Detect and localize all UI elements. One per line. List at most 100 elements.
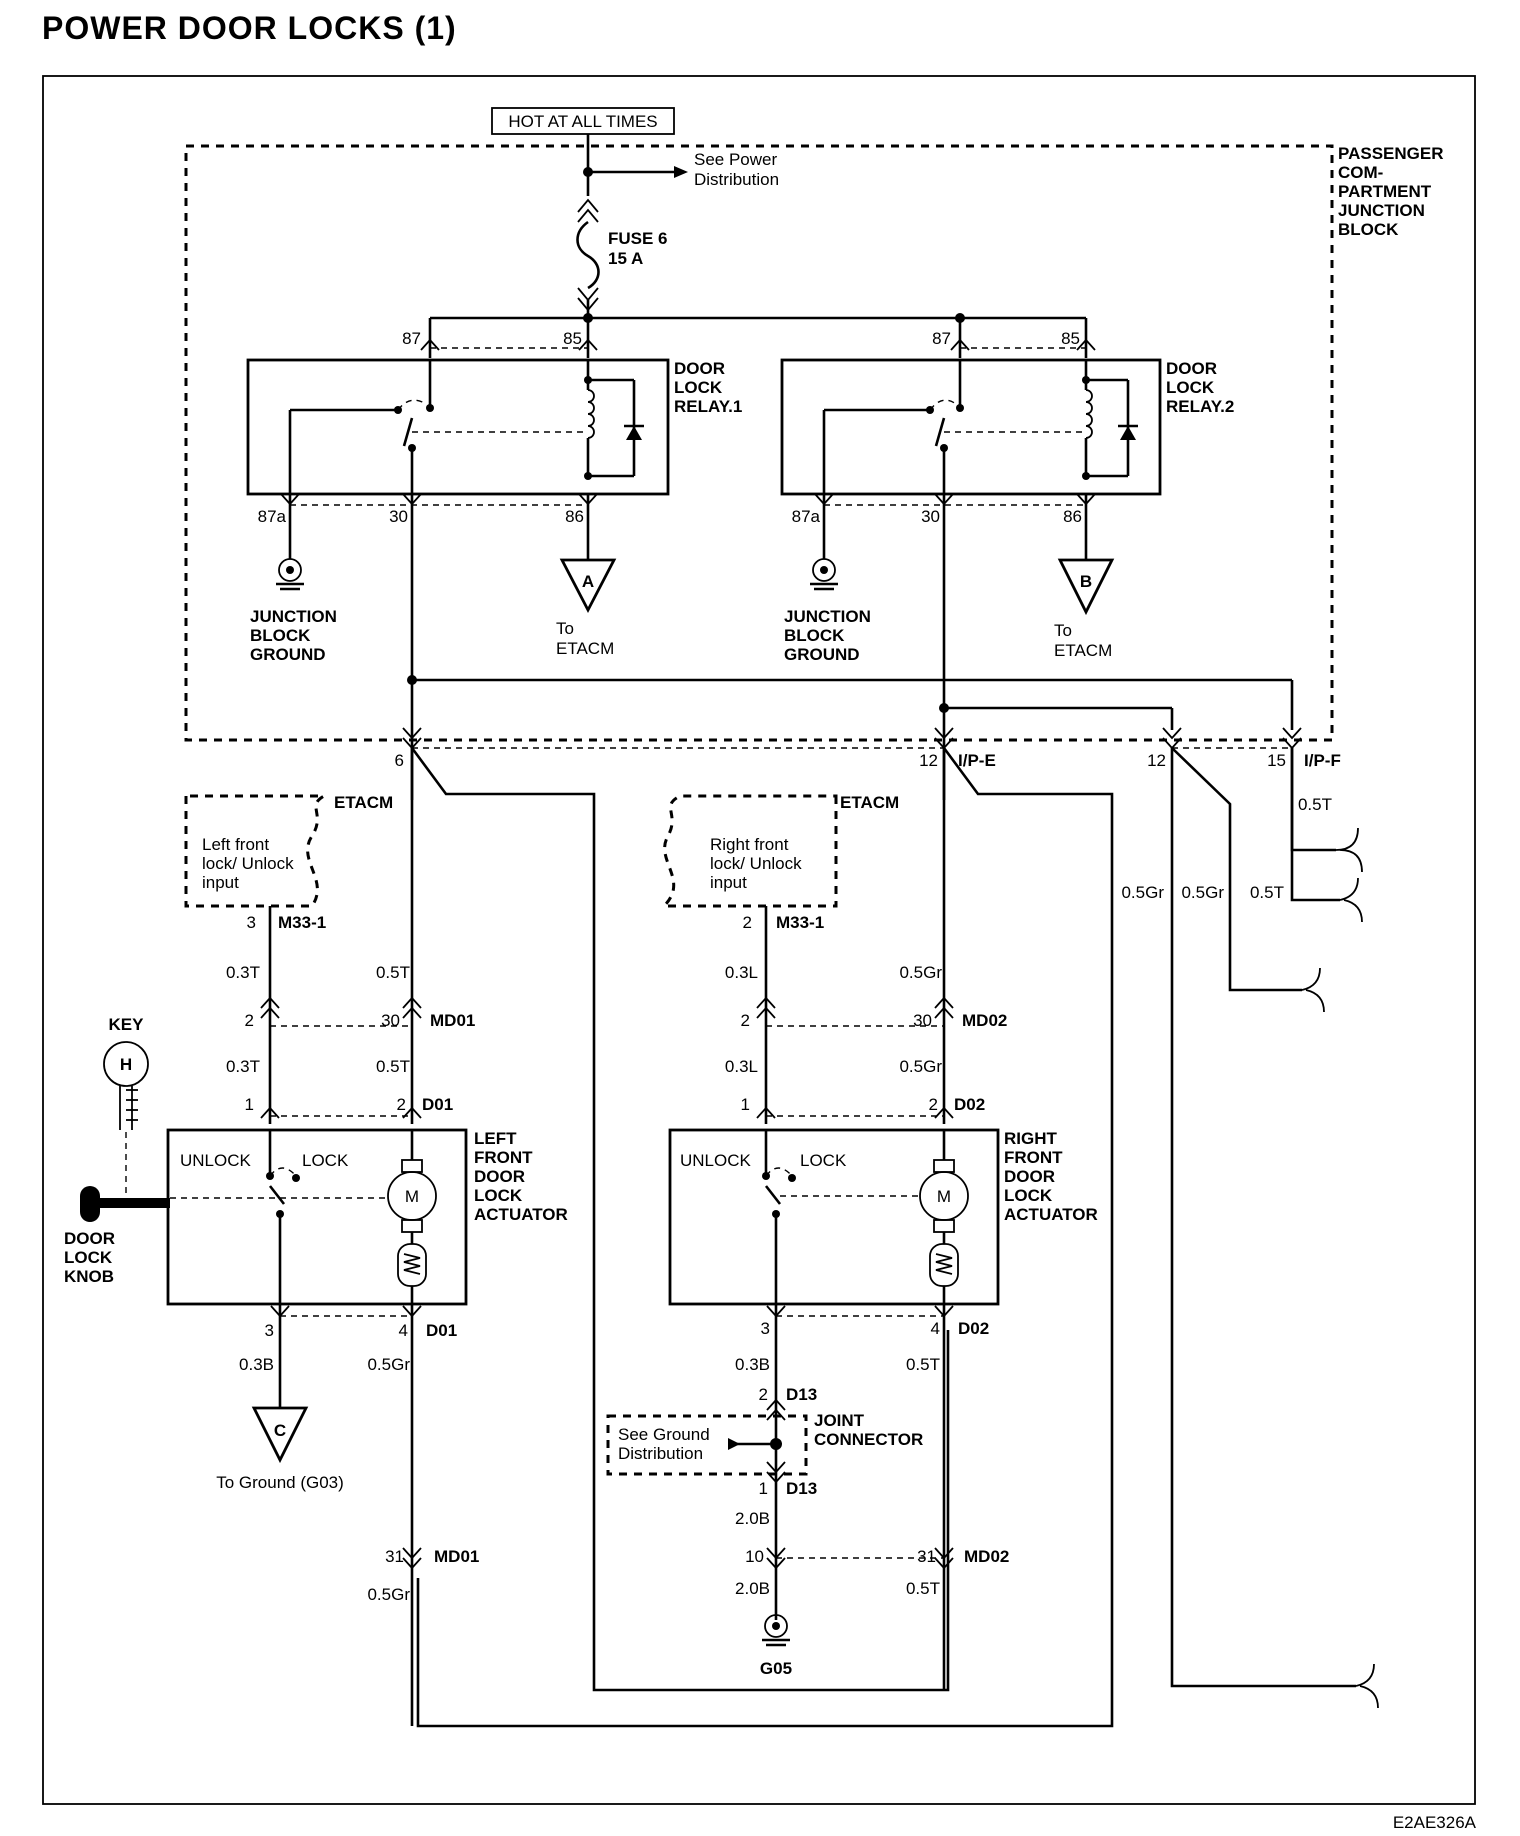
relay2-pin-87a: 87a [792, 507, 821, 526]
left-wire-03T-b: 0.3T [226, 1057, 260, 1076]
ipe-name: I/P-E [958, 751, 996, 770]
relay1-pin-87: 87 [402, 329, 421, 348]
jb-ground1-label-3: GROUND [250, 645, 326, 664]
left-md-pin-31: 31 [385, 1547, 404, 1566]
see-ground-line-2: Distribution [618, 1444, 703, 1463]
knob-label-3: KNOB [64, 1267, 114, 1286]
left-md-name: MD01 [430, 1011, 475, 1030]
right-md-name: MD02 [962, 1011, 1007, 1030]
left-wire-05T-b: 0.5T [376, 1057, 410, 1076]
etacm-left-text-2: lock/ Unlock [202, 854, 294, 873]
right-actuator-label-1: RIGHT [1004, 1129, 1058, 1148]
relay2-to-etacm-1: To [1054, 621, 1072, 640]
relay1-pin-30: 30 [389, 507, 408, 526]
d13-pin-2: 2 [759, 1385, 768, 1404]
left-d-pin-1: 1 [245, 1095, 254, 1114]
left-ground-marker-c: C [274, 1421, 286, 1440]
ipf-pin-15: 15 [1267, 751, 1286, 770]
right-wire-05T-b: 0.5T [906, 1579, 940, 1598]
left-d-name2: D01 [426, 1321, 457, 1340]
power-feed [576, 134, 688, 318]
see-ground-line-1: See Ground [618, 1425, 710, 1444]
relay1-to-etacm-2: ETACM [556, 639, 614, 658]
left-d-pin-2: 2 [397, 1095, 406, 1114]
fuse-label-2: 15 A [608, 249, 643, 268]
junction-block-label-3: PARTMENT [1338, 182, 1432, 201]
junction-block-boundary [184, 144, 1334, 742]
far-right-wire-05Gr-2: 0.5Gr [1181, 883, 1224, 902]
left-d-pin-4: 4 [399, 1321, 408, 1340]
right-wire-03L-a: 0.3L [725, 963, 758, 982]
etacm-right-text-3: input [710, 873, 747, 892]
left-actuator-label-3: DOOR [474, 1167, 525, 1186]
left-wire-05Gr-b: 0.5Gr [367, 1585, 410, 1604]
right-front-door-lock-actuator [606, 1106, 1000, 1690]
relay2-label-3: RELAY.2 [1166, 397, 1234, 416]
right-md-pin-2: 2 [741, 1011, 750, 1030]
relay2-pin-85: 85 [1061, 329, 1080, 348]
ipe-pin-6: 6 [395, 751, 404, 770]
relay1-label-3: RELAY.1 [674, 397, 742, 416]
internal-bus-lines [407, 675, 1294, 730]
junction-block-label-1: PASSENGER [1338, 144, 1444, 163]
right-d-name: D02 [954, 1095, 985, 1114]
far-right-wire-05Gr-1: 0.5Gr [1121, 883, 1164, 902]
jb-ground1-label-2: BLOCK [250, 626, 311, 645]
left-md-name2: MD01 [434, 1547, 479, 1566]
right-actuator-label-5: ACTUATOR [1004, 1205, 1098, 1224]
etacm-left-text-1: Left front [202, 835, 269, 854]
jb-ground1-label-1: JUNCTION [250, 607, 337, 626]
hot-at-all-times-label: HOT AT ALL TIMES [508, 112, 657, 131]
right-wire-05Gr-b: 0.5Gr [899, 1057, 942, 1076]
right-d-name2: D02 [958, 1319, 989, 1338]
etacm-left-text-3: input [202, 873, 239, 892]
right-md-name2: MD02 [964, 1547, 1009, 1566]
d13-name2: D13 [786, 1479, 817, 1498]
left-wire-03T-a: 0.3T [226, 963, 260, 982]
ipf-pin-12: 12 [1147, 751, 1166, 770]
page-title: POWER DOOR LOCKS (1) [42, 10, 457, 46]
ip-connectors [402, 727, 1302, 750]
hot-at-all-times-box [491, 107, 675, 135]
left-wire-05Gr-a: 0.5Gr [367, 1355, 410, 1374]
left-actuator-label-1: LEFT [474, 1129, 517, 1148]
jb-ground2-label-1: JUNCTION [784, 607, 871, 626]
etacm-left-conn: M33-1 [278, 913, 326, 932]
door-lock-relay-1 [246, 338, 670, 800]
right-d-pin-3: 3 [761, 1319, 770, 1338]
ipf-name: I/P-F [1304, 751, 1341, 770]
right-lock-label: LOCK [800, 1151, 847, 1170]
right-d-pin-4: 4 [931, 1319, 940, 1338]
left-unlock-label: UNLOCK [180, 1151, 252, 1170]
right-actuator-label-3: DOOR [1004, 1167, 1055, 1186]
left-motor-label: M [405, 1187, 419, 1206]
left-front-door-lock-actuator [166, 1106, 468, 1726]
d13-pin-1: 1 [759, 1479, 768, 1498]
key-icon [103, 1041, 149, 1196]
right-wire-03L-b: 0.3L [725, 1057, 758, 1076]
diagram-frame [42, 75, 1476, 1805]
relay1-label-2: LOCK [674, 378, 723, 397]
relay1-marker-a: A [582, 572, 594, 591]
see-power-line-1: See Power [694, 150, 777, 169]
jb-ground2-label-2: BLOCK [784, 626, 845, 645]
jb-ground2-label-3: GROUND [784, 645, 860, 664]
top-bus [428, 313, 1088, 358]
right-wire-05Gr-a: 0.5Gr [899, 963, 942, 982]
relay2-marker-b: B [1080, 572, 1092, 591]
left-wire-05T-a: 0.5T [376, 963, 410, 982]
right-d-pin-1: 1 [741, 1095, 750, 1114]
relay1-label-1: DOOR [674, 359, 725, 378]
right-wire-20B-a: 2.0B [735, 1509, 770, 1528]
right-wire-03B: 0.3B [735, 1355, 770, 1374]
right-md-pin-31: 31 [917, 1547, 936, 1566]
right-wire-20B-b: 2.0B [735, 1579, 770, 1598]
key-label: KEY [109, 1015, 145, 1034]
far-right-wire-05T-2: 0.5T [1250, 883, 1284, 902]
relay1-pin-86: 86 [565, 507, 584, 526]
left-wire-03B: 0.3B [239, 1355, 274, 1374]
ipe-pin-12: 12 [919, 751, 938, 770]
left-actuator-label-2: FRONT [474, 1148, 533, 1167]
right-motor-label: M [937, 1187, 951, 1206]
left-to-ground: To Ground (G03) [216, 1473, 344, 1492]
